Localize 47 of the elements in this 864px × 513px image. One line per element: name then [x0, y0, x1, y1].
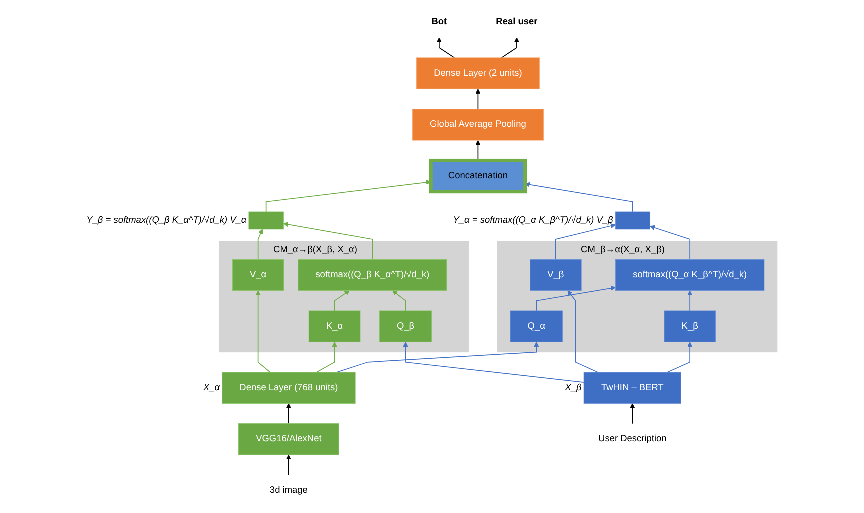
- node-label: X_α: [203, 382, 220, 393]
- node-text: Real user: [496, 17, 538, 27]
- arrow: [688, 290, 693, 312]
- node-box: softmax((Q_α K_β^T)/√d_k): [616, 259, 765, 292]
- node-box: K_β: [664, 310, 716, 342]
- node-box: V_α: [232, 259, 284, 292]
- arrow: [316, 342, 338, 373]
- node-text: User Description: [598, 434, 667, 444]
- node-box: softmax((Q_β K_α^T)/√d_k): [298, 259, 448, 292]
- node-box: TwHIN – BERT: [584, 372, 682, 404]
- arrow: [258, 229, 264, 260]
- node-box: Global Average Pooling: [412, 109, 544, 141]
- node-bar: [248, 212, 284, 230]
- node-label: X_β: [565, 382, 582, 393]
- node-label: Y_β = softmax((Q_β K_α^T)/√d_k) V_α: [86, 216, 247, 226]
- node-box: Dense Layer (2 units): [416, 58, 540, 90]
- node-text: 3d image: [270, 486, 308, 496]
- arrow: [436, 38, 456, 58]
- arrow: [392, 290, 406, 312]
- arrow: [286, 454, 292, 476]
- arrow: [536, 286, 616, 312]
- node-label: Y_α = softmax((Q_α K_β^T)/√d_k) V_β: [453, 216, 614, 226]
- arrow: [501, 38, 520, 58]
- node-box: K_α: [308, 310, 361, 342]
- arrow: [650, 225, 691, 260]
- node-box: Q_α: [510, 310, 564, 342]
- arrow: [630, 403, 636, 424]
- arrow: [476, 88, 481, 110]
- arrow: [476, 140, 481, 162]
- node-text: Bot: [432, 17, 448, 27]
- arrow: [266, 180, 432, 212]
- arrow: [556, 224, 616, 260]
- arrow: [667, 342, 693, 373]
- arrow: [525, 182, 634, 212]
- arrow: [334, 290, 350, 312]
- arrow: [286, 403, 292, 424]
- node-box: Dense Layer (768 units): [222, 372, 356, 404]
- node-box: Concatenation: [429, 158, 528, 194]
- arrow: [336, 342, 540, 373]
- node-box: VGG16/AlexNet: [238, 424, 340, 456]
- node-box: V_β: [530, 259, 582, 292]
- arrow: [283, 222, 374, 260]
- node-bar: [615, 212, 651, 230]
- node-box: Q_β: [379, 310, 432, 342]
- arrow: [568, 290, 599, 373]
- arrow: [403, 342, 585, 384]
- arrow: [256, 290, 271, 373]
